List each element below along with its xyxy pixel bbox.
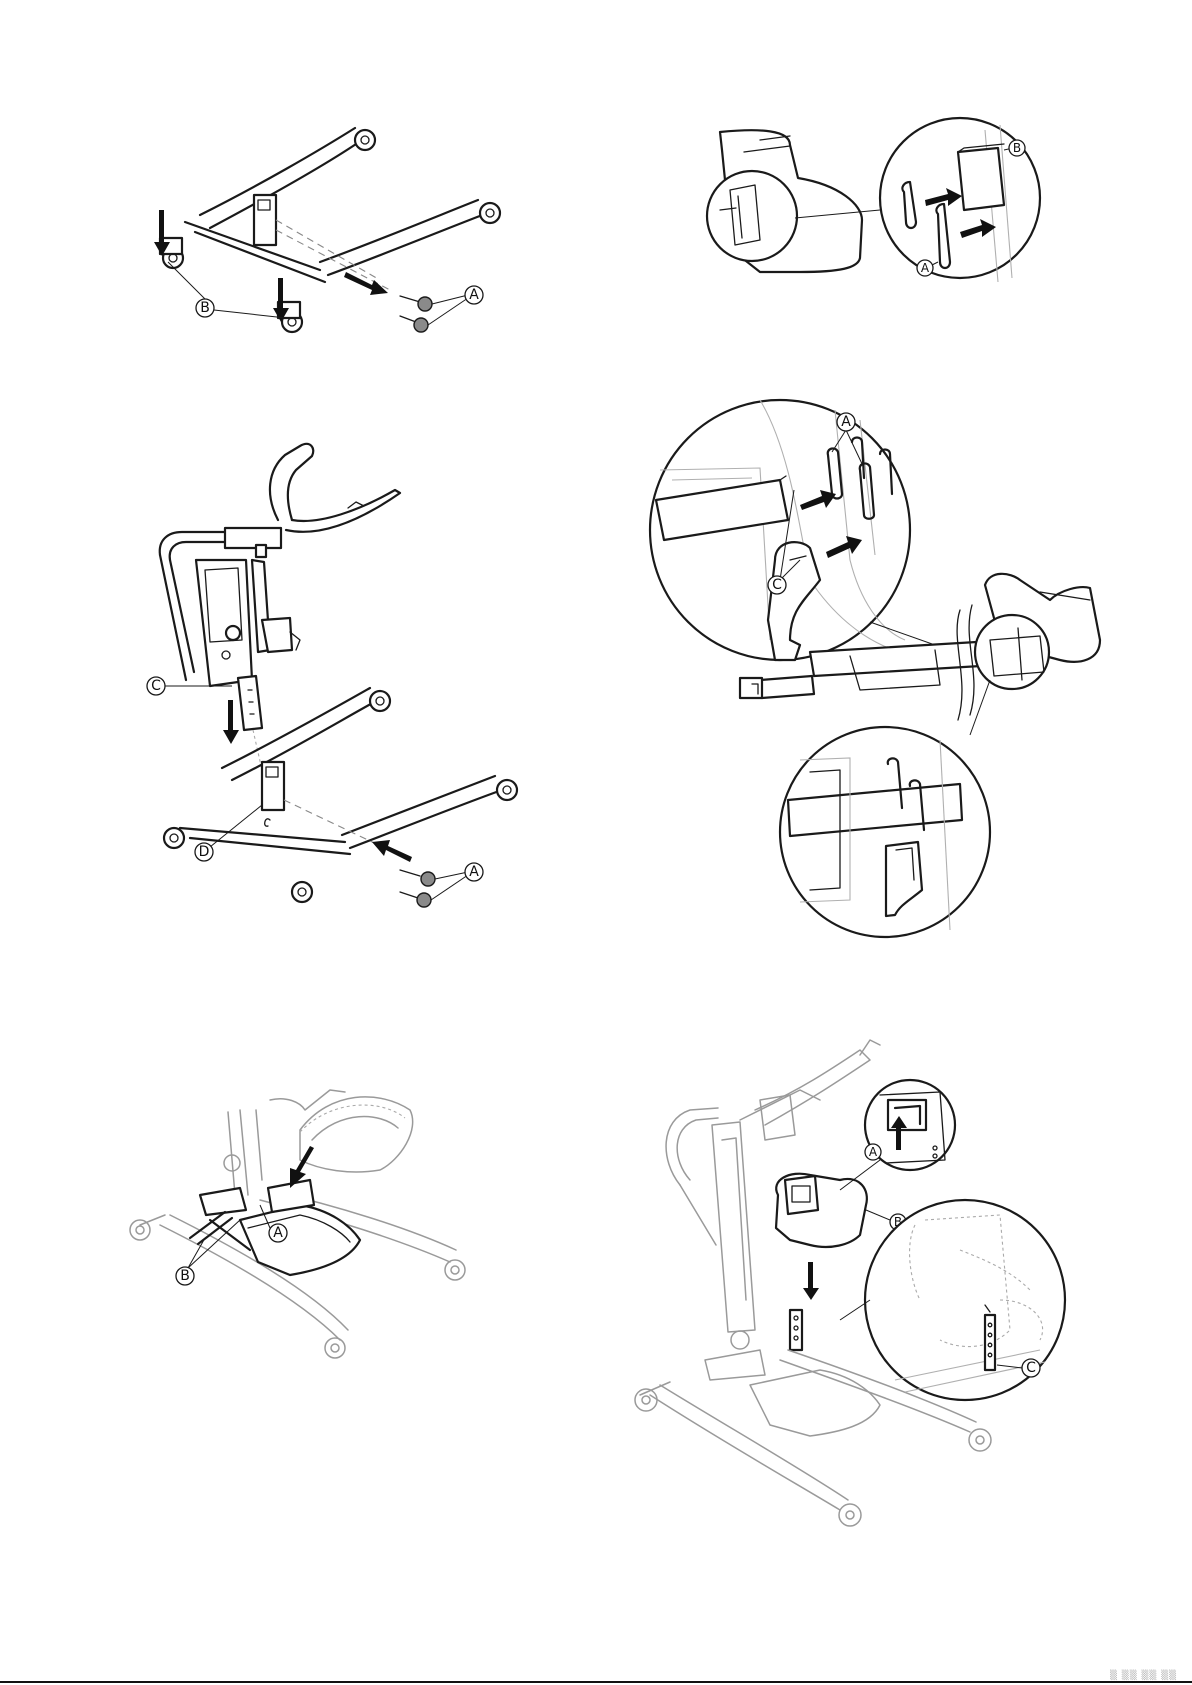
castor-wheel [164,828,184,848]
pull-out-arrow-icon [344,272,388,295]
figure-mast-installation: C D A [147,444,517,907]
svg-text:A: A [921,261,930,275]
svg-text:A: A [273,1225,283,1241]
castor-wheel [355,130,375,150]
bottom-rule [0,1681,1192,1683]
svg-text:B: B [180,1268,190,1284]
callout-b: B [1009,140,1025,156]
detail-zoom-circle [707,171,797,261]
callout-a: A [917,260,933,276]
callout-b: B [196,299,214,317]
callout-a: A [465,863,483,881]
callout-d: D [195,843,213,861]
push-in-arrow-icon [372,840,412,862]
svg-text:A: A [869,1145,878,1159]
svg-text:A: A [841,414,851,430]
castor-wheel [370,691,390,711]
callout-a: A [465,286,483,304]
figure-footplate: A B [130,1090,465,1358]
knob-screw [400,296,432,311]
callout-a: A [865,1144,881,1160]
knob-screw [400,316,428,332]
figure-base-chassis-removal: A B [154,128,500,332]
callout-c: C [1022,1359,1040,1377]
figure-knee-pad-hook: B A [707,118,1040,282]
footer-mark: ▒ ▒▒ ▒▒ ▒▒ [1110,1671,1177,1681]
svg-text:C: C [151,678,161,694]
figure-knee-pad-mount: A B C [635,1040,1065,1526]
knob-screw [400,892,431,907]
callout-a: A [837,413,855,431]
castor-wheel [292,882,312,902]
svg-text:B: B [1013,141,1021,155]
castor-wheel [480,203,500,223]
detail-zoom-circle [975,615,1049,689]
svg-text:C: C [772,577,782,593]
down-arrow-icon [803,1262,819,1300]
svg-text:C: C [1026,1360,1036,1376]
figure-strap-attachment: A C [650,400,1100,937]
callout-b: B [176,1267,194,1285]
callout-c: C [147,677,165,695]
svg-text:B: B [200,300,210,316]
knob-screw [400,870,435,886]
callout-c: C [768,576,786,594]
svg-text:A: A [469,287,479,303]
callout-a: A [269,1224,287,1242]
svg-text:D: D [199,844,210,860]
svg-text:A: A [469,864,479,880]
castor-wheel [497,780,517,800]
down-arrow-icon [223,700,239,744]
